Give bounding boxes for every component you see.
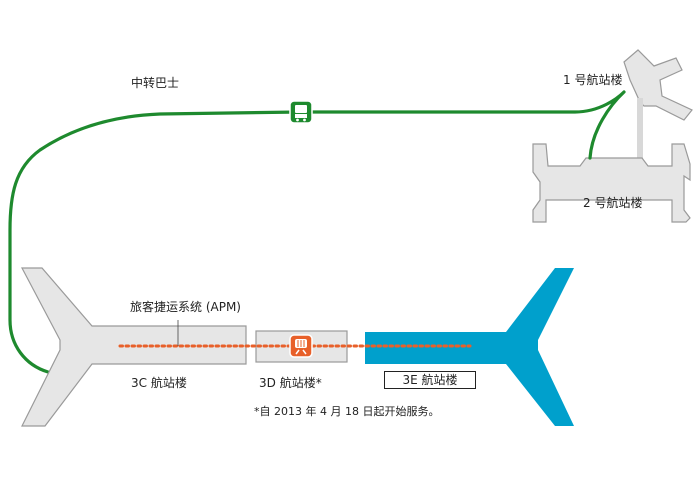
terminal-1-building	[623, 49, 693, 121]
terminal-2-label: 2 号航站楼	[583, 196, 643, 210]
apm-label: 旅客捷运系统 (APM)	[130, 300, 241, 314]
terminal-1-2-connector	[637, 98, 643, 166]
terminal-3e-label: 3E 航站楼	[384, 371, 476, 389]
terminal-3c-label: 3C 航站楼	[131, 376, 187, 390]
bus-icon	[289, 100, 313, 124]
bus-route-label: 中转巴士	[131, 76, 180, 90]
transfer-bus-route	[8, 90, 626, 374]
footnote: *自 2013 年 4 月 18 日起开始服务。	[254, 405, 440, 418]
terminal-1-label: 1 号航站楼	[563, 73, 623, 87]
terminal-2-building	[532, 143, 691, 223]
terminal-3d-label: 3D 航站楼*	[259, 376, 322, 390]
train-icon	[289, 334, 313, 358]
